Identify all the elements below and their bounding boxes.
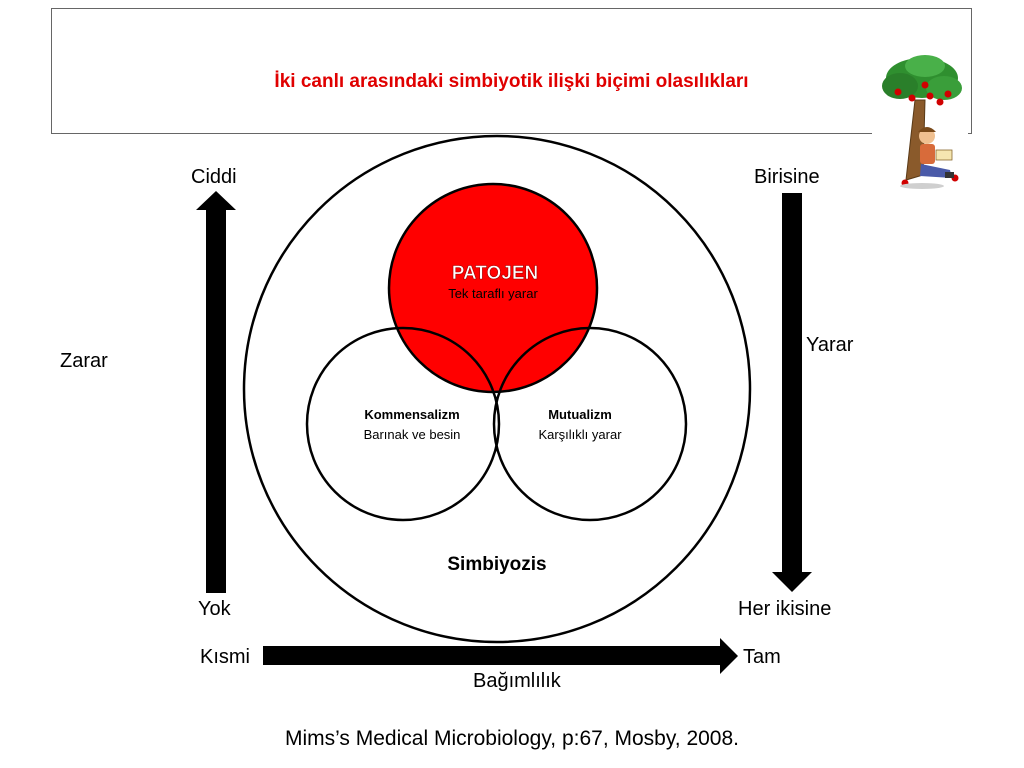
- mutualism-desc: Karşılıklı yarar: [538, 427, 622, 442]
- bottom-axis-label: Bağımlılık: [473, 670, 561, 692]
- left-axis-top-label: Ciddi: [191, 166, 237, 188]
- mutualism-label: Mutualizm: [548, 407, 612, 422]
- mutualism-circle: [492, 326, 688, 522]
- dependency-arrow-right: [263, 638, 738, 674]
- commensalism-label: Kommensalizm: [364, 407, 459, 422]
- right-axis-middle-label: Yarar: [806, 334, 854, 356]
- symbiosis-label: Simbiyozis: [447, 554, 546, 575]
- left-axis-middle-label: Zarar: [60, 350, 108, 372]
- bottom-axis-end-label: Tam: [743, 646, 781, 668]
- benefit-arrow-down: [772, 193, 812, 592]
- tree-reading-person-icon: [872, 55, 968, 195]
- right-axis-top-label: Birisine: [754, 166, 820, 188]
- title-box: İki canlı arasındaki simbiyotik ilişki b…: [51, 8, 972, 134]
- pathogen-label: PATOJEN: [452, 263, 539, 284]
- reference-citation: Mims’s Medical Microbiology, p:67, Mosby…: [284, 727, 739, 750]
- commensalism-desc: Barınak ve besin: [364, 427, 461, 442]
- bottom-axis-start-label: Kısmi: [200, 646, 250, 668]
- right-axis-bottom-label: Her ikisine: [738, 598, 832, 620]
- page-title: İki canlı arasındaki simbiyotik ilişki b…: [274, 71, 749, 92]
- pathogen-desc: Tek taraflı yarar: [448, 286, 538, 301]
- commensalism-circle: [305, 326, 501, 522]
- harm-arrow-up: [196, 191, 236, 593]
- left-axis-bottom-label: Yok: [198, 598, 231, 620]
